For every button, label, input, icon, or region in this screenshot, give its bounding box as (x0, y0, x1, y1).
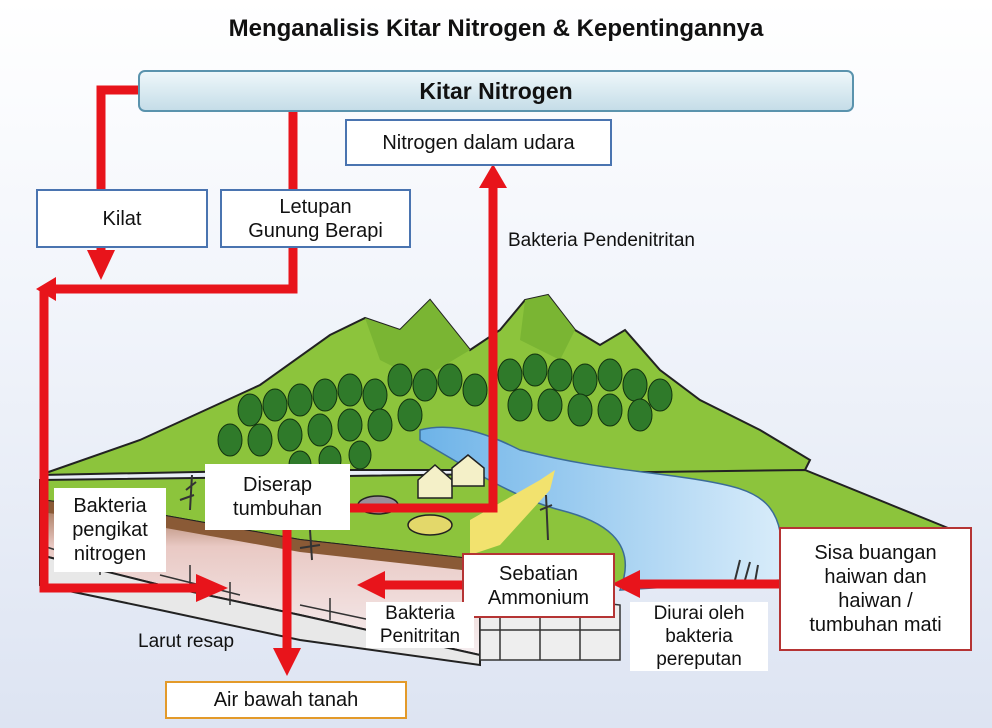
bakteria-pengikat-box: Bakteria pengikat nitrogen (54, 488, 166, 572)
diserap-box: Diserap tumbuhan (205, 464, 350, 530)
diurai-label: Diurai oleh bakteria pereputan (630, 602, 768, 671)
forest (217, 353, 673, 480)
cycle-header: Kitar Nitrogen (138, 70, 854, 112)
penitritan-label: Bakteria Penitritan (366, 602, 474, 648)
path (470, 470, 555, 555)
nitrogen-udara-box: Nitrogen dalam udara (345, 119, 612, 166)
plants (179, 474, 759, 583)
pendenitritan-label: Bakteria Pendenitritan (508, 230, 695, 251)
kilat-box: Kilat (36, 189, 208, 248)
larut-resap-label: Larut resap (138, 631, 235, 652)
houses (417, 454, 485, 499)
page-title: Menganalisis Kitar Nitrogen & Kepentinga… (228, 15, 764, 42)
sisa-box: Sisa buangan haiwan dan haiwan / tumbuha… (779, 527, 972, 651)
arrow-heads (36, 164, 640, 676)
letupan-box: Letupan Gunung Berapi (220, 189, 411, 248)
air-bawah-box: Air bawah tanah (165, 681, 407, 719)
sebatian-box: Sebatian Ammonium (462, 553, 615, 618)
